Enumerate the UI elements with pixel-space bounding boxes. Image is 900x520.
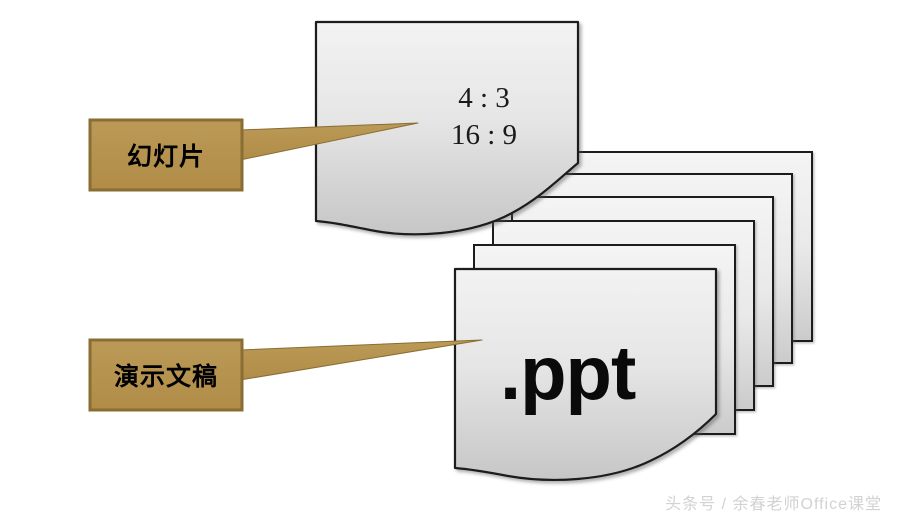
callout-slide[interactable] — [88, 118, 419, 192]
presentation-front-page — [453, 267, 718, 481]
ppt-extension-label: .ppt — [500, 331, 636, 416]
slide-page — [314, 20, 580, 236]
callout-slide-box — [88, 118, 244, 192]
callout-document-box — [88, 338, 244, 412]
aspect-ratio-line-2: 16 : 9 — [450, 119, 518, 152]
callout-document-pointer — [239, 339, 483, 381]
aspect-ratio-line-1: 4 : 3 — [458, 82, 510, 114]
aspect-ratio-text: 4 : 3 16 : 9 — [404, 80, 564, 154]
watermark-text: 头条号 / 余春老师Office课堂 — [665, 496, 882, 513]
callout-document[interactable] — [88, 338, 483, 412]
